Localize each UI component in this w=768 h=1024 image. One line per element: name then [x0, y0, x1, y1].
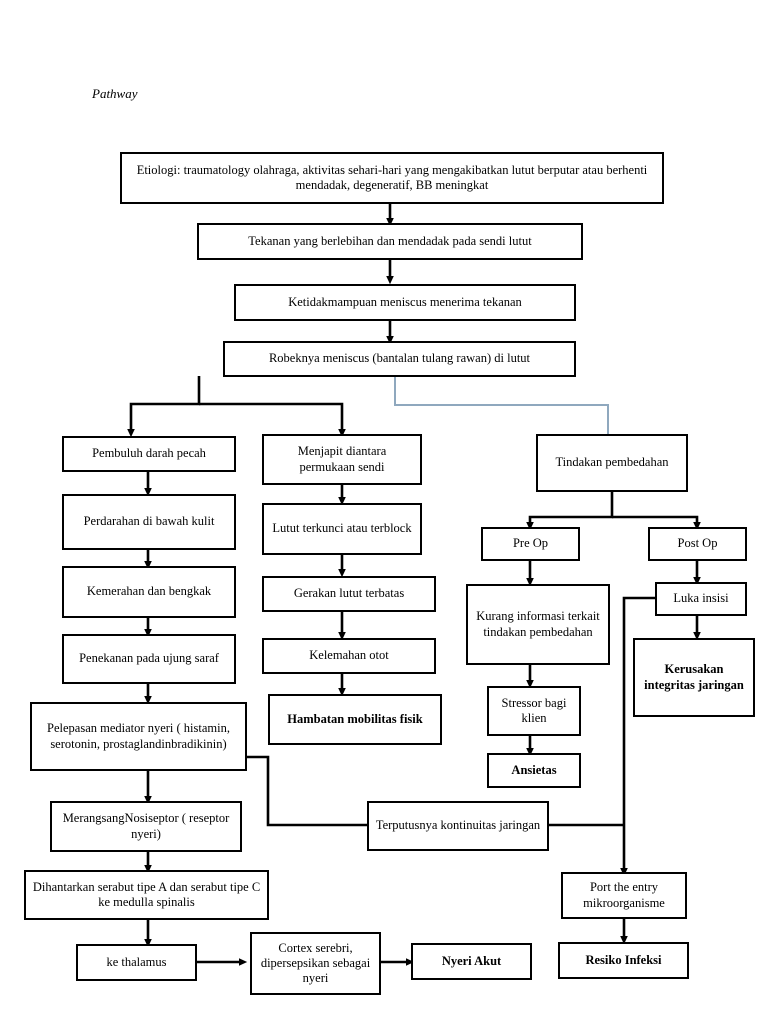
node-penekanan-pada-ujung-saraf: Penekanan pada ujung saraf: [62, 634, 236, 684]
node-nyeri-akut: Nyeri Akut: [411, 943, 532, 980]
edge-robeknya-pembuluh: [127, 376, 201, 438]
edge-tindakan-postop: [612, 515, 701, 531]
edge-pelepasan-terputusnya: [247, 755, 367, 827]
node-kemerahan-dan-bengkak: Kemerahan dan bengkak: [62, 566, 236, 618]
node-resiko-infeksi: Resiko Infeksi: [558, 942, 689, 979]
node-ansietas: Ansietas: [487, 753, 581, 788]
node-cortex-serebri: Cortex serebri, dipersepsikan sebagai ny…: [250, 932, 381, 995]
node-lutut-terkunci: Lutut terkunci atau terblock: [262, 503, 422, 555]
node-tekanan: Tekanan yang berlebihan dan mendadak pad…: [197, 223, 583, 260]
node-luka-insisi: Luka insisi: [655, 582, 747, 616]
node-port-the-entry: Port the entry mikroorganisme: [561, 872, 687, 919]
node-kerusakan-integritas-jaringan: Kerusakan integritas jaringan: [633, 638, 755, 717]
page-title: Pathway: [92, 86, 138, 101]
node-perdarahan-di-bawah-kulit: Perdarahan di bawah kulit: [62, 494, 236, 550]
edge-robeknya-tindakan-blue: [394, 376, 609, 434]
node-menjapit-diantara: Menjapit diantara permukaan sendi: [262, 434, 422, 485]
node-post-op: Post Op: [648, 527, 747, 561]
node-pre-op: Pre Op: [481, 527, 580, 561]
node-hambatan-mobilitas-fisik: Hambatan mobilitas fisik: [268, 694, 442, 745]
node-stressor-bagi-klien: Stressor bagi klien: [487, 686, 581, 736]
node-merangsang-nosiseptor: MerangsangNosiseptor ( reseptor nyeri): [50, 801, 242, 852]
node-ketidakmampuan: Ketidakmampuan meniscus menerima tekanan: [234, 284, 576, 321]
node-kelemahan-otot: Kelemahan otot: [262, 638, 436, 674]
node-tindakan-pembedahan: Tindakan pembedahan: [536, 434, 688, 492]
node-terputusnya-kontinuitas: Terputusnya kontinuitas jaringan: [367, 801, 549, 851]
node-etiologi: Etiologi: traumatology olahraga, aktivit…: [120, 152, 664, 204]
edge-tindakan-preop: [526, 492, 614, 531]
node-ke-thalamus: ke thalamus: [76, 944, 197, 981]
node-kurang-informasi: Kurang informasi terkait tindakan pembed…: [466, 584, 610, 665]
edge-robeknya-menjapit: [199, 402, 346, 438]
node-robeknya: Robeknya meniscus (bantalan tulang rawan…: [223, 341, 576, 377]
node-gerakan-lutut-terbatas: Gerakan lutut terbatas: [262, 576, 436, 612]
node-pelepasan-mediator-nyeri: Pelepasan mediator nyeri ( histamin, ser…: [30, 702, 247, 771]
node-dihantarkan-serabut: Dihantarkan serabut tipe A dan serabut t…: [24, 870, 269, 920]
node-pembuluh-darah-pecah: Pembuluh darah pecah: [62, 436, 236, 472]
